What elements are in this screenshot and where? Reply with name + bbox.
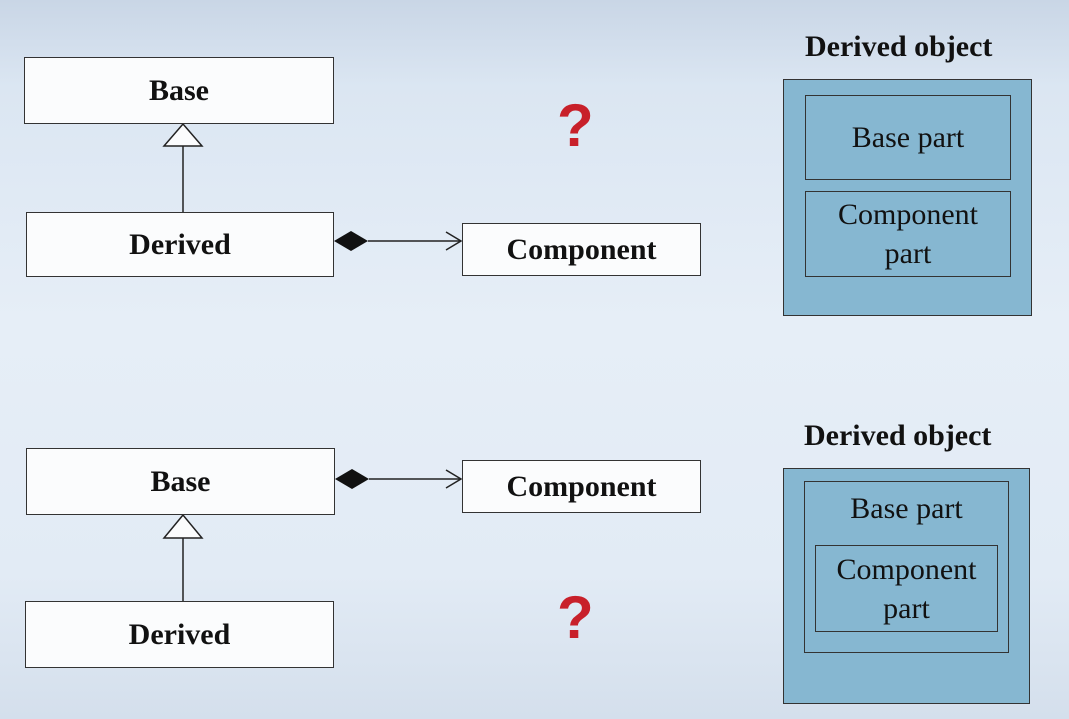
bottom-composition-diamond <box>335 469 369 489</box>
top-component-part-label: Component part <box>838 198 978 270</box>
top-component-part-box: Component part <box>805 191 1011 277</box>
bottom-derived-class-box: Derived <box>25 601 334 668</box>
bottom-component-class-label: Component <box>506 469 657 503</box>
top-component-class-label: Component <box>506 232 657 266</box>
top-component-class-box: Component <box>462 223 701 276</box>
top-derived-class-label: Derived <box>129 227 231 261</box>
top-composition-arrowhead <box>445 231 463 251</box>
bottom-base-part-label: Base part <box>850 492 963 525</box>
top-base-part-label: Base part <box>851 121 965 154</box>
top-base-class-label: Base <box>149 73 209 107</box>
top-base-part-box: Base part <box>805 95 1011 180</box>
bottom-base-class-box: Base <box>26 448 335 515</box>
top-composition-diamond <box>334 231 368 251</box>
bottom-derived-class-label: Derived <box>128 617 231 651</box>
bottom-component-class-box: Component <box>462 460 701 513</box>
bottom-inheritance-triangle <box>162 513 204 539</box>
top-question-mark: ? <box>557 92 594 159</box>
bottom-component-part-box: Component part <box>815 545 998 632</box>
top-base-class-box: Base <box>24 57 334 124</box>
top-inheritance-triangle <box>162 122 204 147</box>
bottom-object-title: Derived object <box>804 419 992 452</box>
bottom-composition-arrowhead <box>445 469 463 489</box>
top-derived-class-box: Derived <box>26 212 334 277</box>
bottom-question-mark: ? <box>557 584 594 651</box>
bottom-base-class-label: Base <box>150 464 211 498</box>
top-object-title: Derived object <box>805 30 993 63</box>
bottom-component-part-label: Component part <box>836 552 977 625</box>
